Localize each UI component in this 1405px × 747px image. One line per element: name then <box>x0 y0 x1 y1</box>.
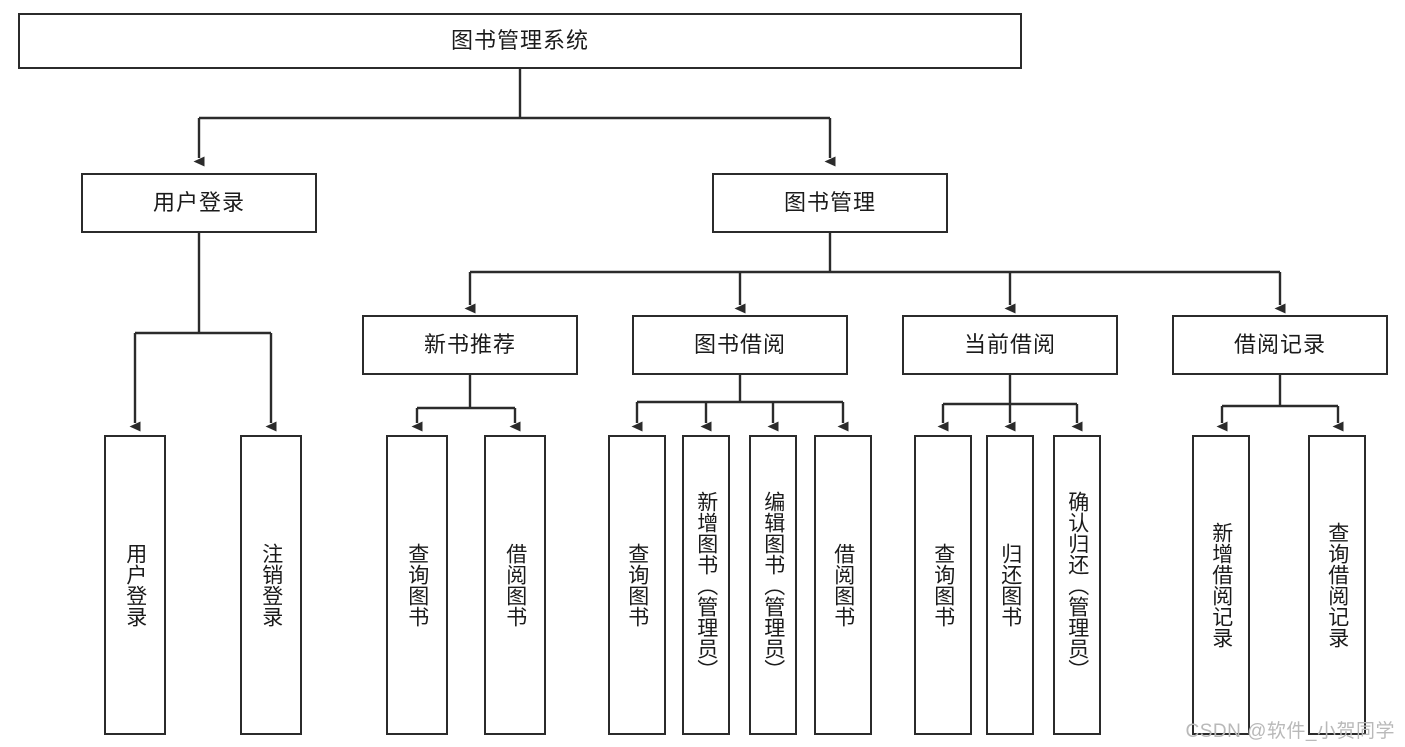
node-label: 图书管理系统 <box>450 27 589 53</box>
node-label: 新增图书（管理员） <box>694 490 718 680</box>
leaf-query-books-borrow[interactable]: 查询图书 <box>608 435 666 735</box>
node-label: 查询图书 <box>625 543 649 627</box>
node-label: 编辑图书（管理员） <box>761 490 785 680</box>
node-user-login[interactable]: 用户登录 <box>81 173 317 233</box>
leaf-query-borrow-record[interactable]: 查询借阅记录 <box>1308 435 1366 735</box>
leaf-query-books-current[interactable]: 查询图书 <box>914 435 972 735</box>
node-label: 用户登录 <box>123 543 147 627</box>
node-borrow-records[interactable]: 借阅记录 <box>1172 315 1388 375</box>
leaf-confirm-return-admin[interactable]: 确认归还（管理员） <box>1053 435 1101 735</box>
leaf-user-login[interactable]: 用户登录 <box>104 435 166 735</box>
node-label: 新书推荐 <box>423 331 516 357</box>
leaf-logout[interactable]: 注销登录 <box>240 435 302 735</box>
node-label: 确认归还（管理员） <box>1065 490 1089 680</box>
leaf-edit-book-admin[interactable]: 编辑图书（管理员） <box>749 435 797 735</box>
leaf-borrow-books-recommend[interactable]: 借阅图书 <box>484 435 546 735</box>
node-label: 图书管理 <box>783 189 876 215</box>
node-label: 用户登录 <box>152 189 245 215</box>
node-label: 借阅图书 <box>831 543 855 627</box>
node-book-management[interactable]: 图书管理 <box>712 173 948 233</box>
node-label: 归还图书 <box>998 543 1022 627</box>
node-label: 当前借阅 <box>963 331 1056 357</box>
node-label: 借阅图书 <box>503 543 527 627</box>
node-current-borrow[interactable]: 当前借阅 <box>902 315 1118 375</box>
node-label: 新增借阅记录 <box>1209 522 1233 648</box>
watermark-text: CSDN @软件_小贺同学 <box>1185 721 1395 742</box>
leaf-add-borrow-record[interactable]: 新增借阅记录 <box>1192 435 1250 735</box>
node-label: 查询图书 <box>405 543 429 627</box>
node-book-borrow[interactable]: 图书借阅 <box>632 315 848 375</box>
leaf-add-book-admin[interactable]: 新增图书（管理员） <box>682 435 730 735</box>
node-label: 注销登录 <box>259 543 283 627</box>
leaf-query-books-recommend[interactable]: 查询图书 <box>386 435 448 735</box>
node-label: 查询借阅记录 <box>1325 522 1349 648</box>
node-root[interactable]: 图书管理系统 <box>18 13 1022 69</box>
leaf-borrow-books[interactable]: 借阅图书 <box>814 435 872 735</box>
node-label: 借阅记录 <box>1233 331 1326 357</box>
node-new-book-recommend[interactable]: 新书推荐 <box>362 315 578 375</box>
node-label: 查询图书 <box>931 543 955 627</box>
node-label: 图书借阅 <box>693 331 786 357</box>
leaf-return-books[interactable]: 归还图书 <box>986 435 1034 735</box>
